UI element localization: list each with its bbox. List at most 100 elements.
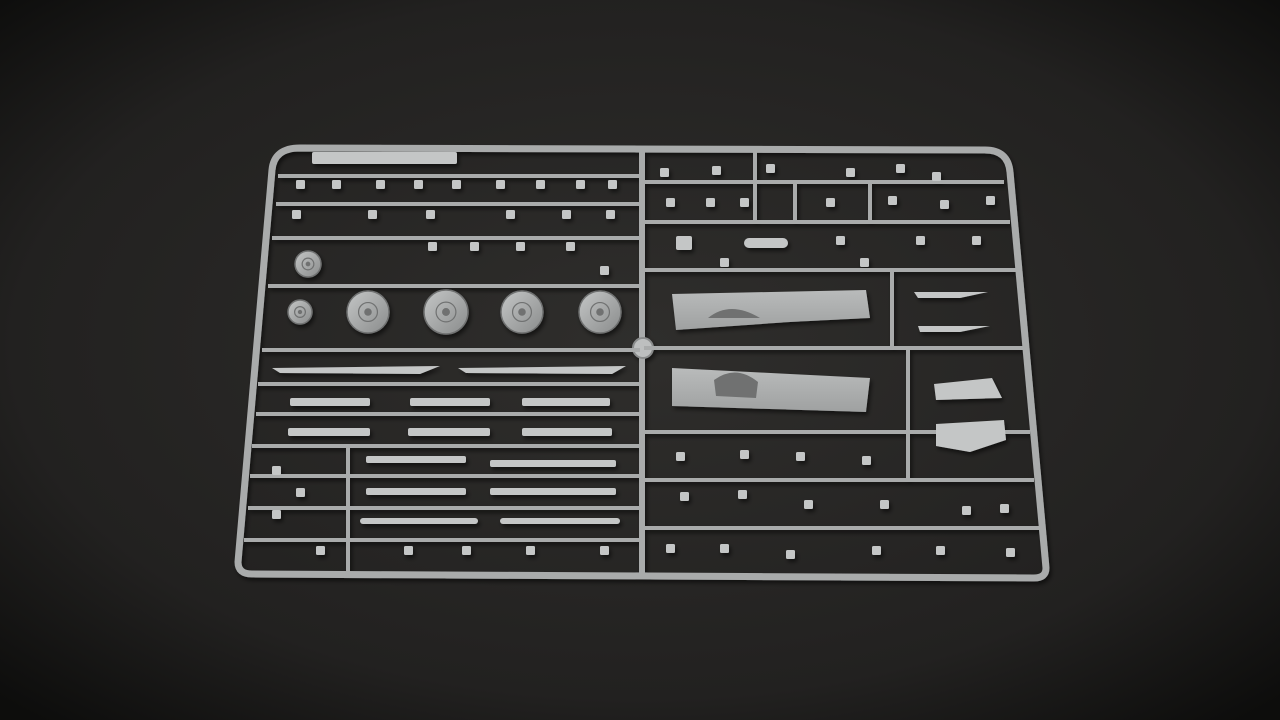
small-part bbox=[740, 450, 749, 459]
small-part bbox=[706, 198, 715, 207]
wheel-hub bbox=[589, 301, 611, 323]
small-part bbox=[862, 456, 871, 465]
small-part bbox=[766, 164, 775, 173]
small-part bbox=[932, 172, 941, 181]
small-part bbox=[1000, 504, 1009, 513]
small-part bbox=[516, 242, 525, 251]
small-part bbox=[496, 180, 505, 189]
panel-part bbox=[936, 420, 1006, 452]
strut-part bbox=[408, 428, 490, 436]
small-part bbox=[462, 546, 471, 555]
small-part bbox=[846, 168, 855, 177]
small-part bbox=[452, 180, 461, 189]
wheel-hub bbox=[357, 301, 379, 323]
small-part bbox=[676, 236, 692, 250]
small-part bbox=[986, 196, 995, 205]
wheel-hub bbox=[294, 306, 307, 319]
blade-part bbox=[914, 292, 988, 298]
wing-detail bbox=[714, 372, 758, 398]
strut-part bbox=[366, 488, 466, 495]
wing-panel bbox=[672, 290, 870, 330]
small-part bbox=[972, 236, 981, 245]
small-part bbox=[576, 180, 585, 189]
small-part bbox=[562, 210, 571, 219]
small-part bbox=[536, 180, 545, 189]
small-part bbox=[880, 500, 889, 509]
small-part bbox=[712, 166, 721, 175]
small-part bbox=[676, 452, 685, 461]
small-part bbox=[796, 452, 805, 461]
wheel-axle bbox=[596, 308, 604, 316]
small-part bbox=[738, 490, 747, 499]
small-part bbox=[316, 546, 325, 555]
rod-part bbox=[500, 518, 620, 524]
small-part bbox=[526, 546, 535, 555]
small-part bbox=[600, 266, 609, 275]
wheel-hub bbox=[301, 257, 315, 271]
small-part bbox=[826, 198, 835, 207]
small-part bbox=[786, 550, 795, 559]
small-part bbox=[744, 238, 788, 248]
small-part bbox=[428, 242, 437, 251]
small-part bbox=[804, 500, 813, 509]
small-part bbox=[506, 210, 515, 219]
strut-part bbox=[366, 456, 466, 463]
small-part bbox=[836, 236, 845, 245]
small-part bbox=[426, 210, 435, 219]
strut-part bbox=[522, 428, 612, 436]
panel-part bbox=[934, 378, 1002, 400]
strut-part bbox=[410, 398, 490, 406]
strut-part bbox=[288, 428, 370, 436]
wheel-hub bbox=[511, 301, 533, 323]
blade-part bbox=[918, 326, 990, 332]
small-part bbox=[936, 546, 945, 555]
small-part bbox=[376, 180, 385, 189]
rod-part bbox=[360, 518, 478, 524]
wheel-axle bbox=[518, 308, 526, 316]
small-part bbox=[292, 210, 301, 219]
small-part bbox=[606, 210, 615, 219]
small-part bbox=[940, 200, 949, 209]
small-part bbox=[566, 242, 575, 251]
small-part bbox=[962, 506, 971, 515]
sprue-part bbox=[312, 152, 457, 164]
small-part bbox=[1006, 548, 1015, 557]
wing-detail bbox=[708, 309, 760, 318]
strut-part bbox=[490, 488, 616, 495]
small-part bbox=[916, 236, 925, 245]
small-part bbox=[608, 180, 617, 189]
small-part bbox=[600, 546, 609, 555]
small-part bbox=[666, 198, 675, 207]
wheel-hub bbox=[435, 301, 457, 323]
small-part bbox=[296, 180, 305, 189]
small-part bbox=[414, 180, 423, 189]
strut-part bbox=[290, 398, 370, 406]
small-part bbox=[666, 544, 675, 553]
wheel-axle bbox=[305, 261, 311, 267]
wheel-axle bbox=[297, 309, 303, 315]
small-part bbox=[272, 510, 281, 519]
small-part bbox=[368, 210, 377, 219]
sprue-frame bbox=[234, 144, 1050, 582]
small-part bbox=[872, 546, 881, 555]
small-part bbox=[296, 488, 305, 497]
sprue-outer-frame bbox=[234, 144, 1050, 582]
small-part bbox=[720, 544, 729, 553]
small-part bbox=[660, 168, 669, 177]
long-part bbox=[272, 366, 440, 374]
small-part bbox=[404, 546, 413, 555]
strut-part bbox=[490, 460, 616, 467]
wheel-axle bbox=[442, 308, 450, 316]
small-part bbox=[680, 492, 689, 501]
small-part bbox=[272, 466, 281, 475]
strut-part bbox=[522, 398, 610, 406]
small-part bbox=[332, 180, 341, 189]
wheel-axle bbox=[364, 308, 372, 316]
small-part bbox=[720, 258, 729, 267]
long-part bbox=[458, 366, 626, 374]
small-part bbox=[470, 242, 479, 251]
small-part bbox=[740, 198, 749, 207]
small-part bbox=[896, 164, 905, 173]
